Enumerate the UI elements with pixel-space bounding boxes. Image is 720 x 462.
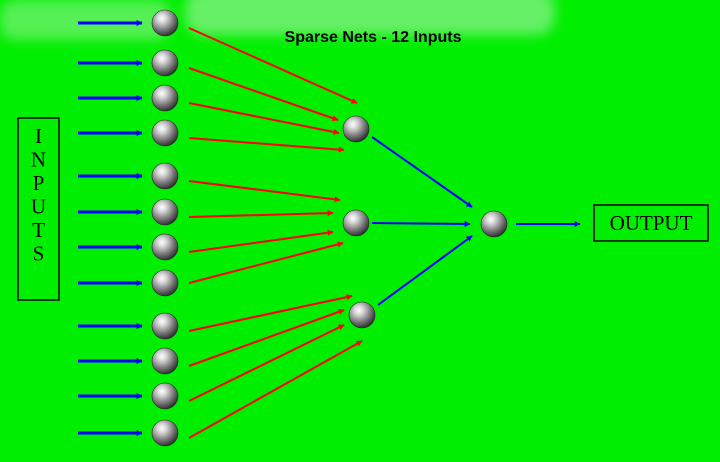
hidden-to-output-arrow [377, 235, 473, 306]
sparse-connection-arrow [188, 67, 339, 122]
output-node [480, 210, 508, 238]
input-node [151, 84, 179, 112]
inputs-label-letter: S [33, 242, 45, 266]
input-node [151, 9, 179, 37]
output-box: OUTPUT [593, 204, 709, 242]
sparse-connection-arrow [188, 180, 341, 203]
output-box-frame [593, 204, 709, 242]
input-node [151, 233, 179, 261]
sparse-connection-arrow [188, 229, 334, 253]
background-glow-left [0, 0, 170, 40]
sparse-connection-arrow [188, 27, 358, 104]
input-node [151, 119, 179, 147]
diagram-title: Sparse Nets - 12 Inputs [285, 29, 462, 46]
inputs-label-letter: N [31, 148, 46, 172]
sparse-connections [188, 27, 363, 439]
sparse-connection-arrow [188, 294, 353, 332]
input-node [151, 269, 179, 297]
sparse-connection-arrow [188, 102, 340, 135]
hidden-node [342, 209, 370, 237]
input-node [151, 419, 179, 447]
background-glow-top [185, 0, 555, 35]
input-node [151, 347, 179, 375]
hidden-to-output-arrow [371, 136, 473, 208]
inputs-box-frame [17, 117, 60, 301]
input-arrows [78, 20, 143, 436]
sparse-connection-arrow [188, 241, 344, 284]
input-node [151, 198, 179, 226]
hidden-to-output-arrow [371, 220, 471, 227]
inputs-label-letter: I [35, 124, 42, 148]
sparse-connection-arrow [188, 137, 345, 153]
inputs-label-letter: T [32, 218, 45, 242]
inputs-label-letter: U [31, 195, 46, 219]
nodes [151, 9, 508, 447]
sparse-connection-arrow [188, 210, 334, 218]
output-label: OUTPUT [610, 211, 693, 235]
input-node [151, 312, 179, 340]
hidden-node [348, 301, 376, 329]
input-node [151, 382, 179, 410]
sparse-connection-arrow [188, 309, 345, 367]
sparse-connection-arrow [188, 340, 363, 439]
inputs-label-letter: P [33, 171, 45, 195]
sparse-connection-arrow [188, 324, 345, 402]
hidden-node [342, 115, 370, 143]
hidden-output-connections [371, 136, 473, 306]
input-node [151, 49, 179, 77]
background-highlights [0, 0, 555, 40]
input-node [151, 162, 179, 190]
